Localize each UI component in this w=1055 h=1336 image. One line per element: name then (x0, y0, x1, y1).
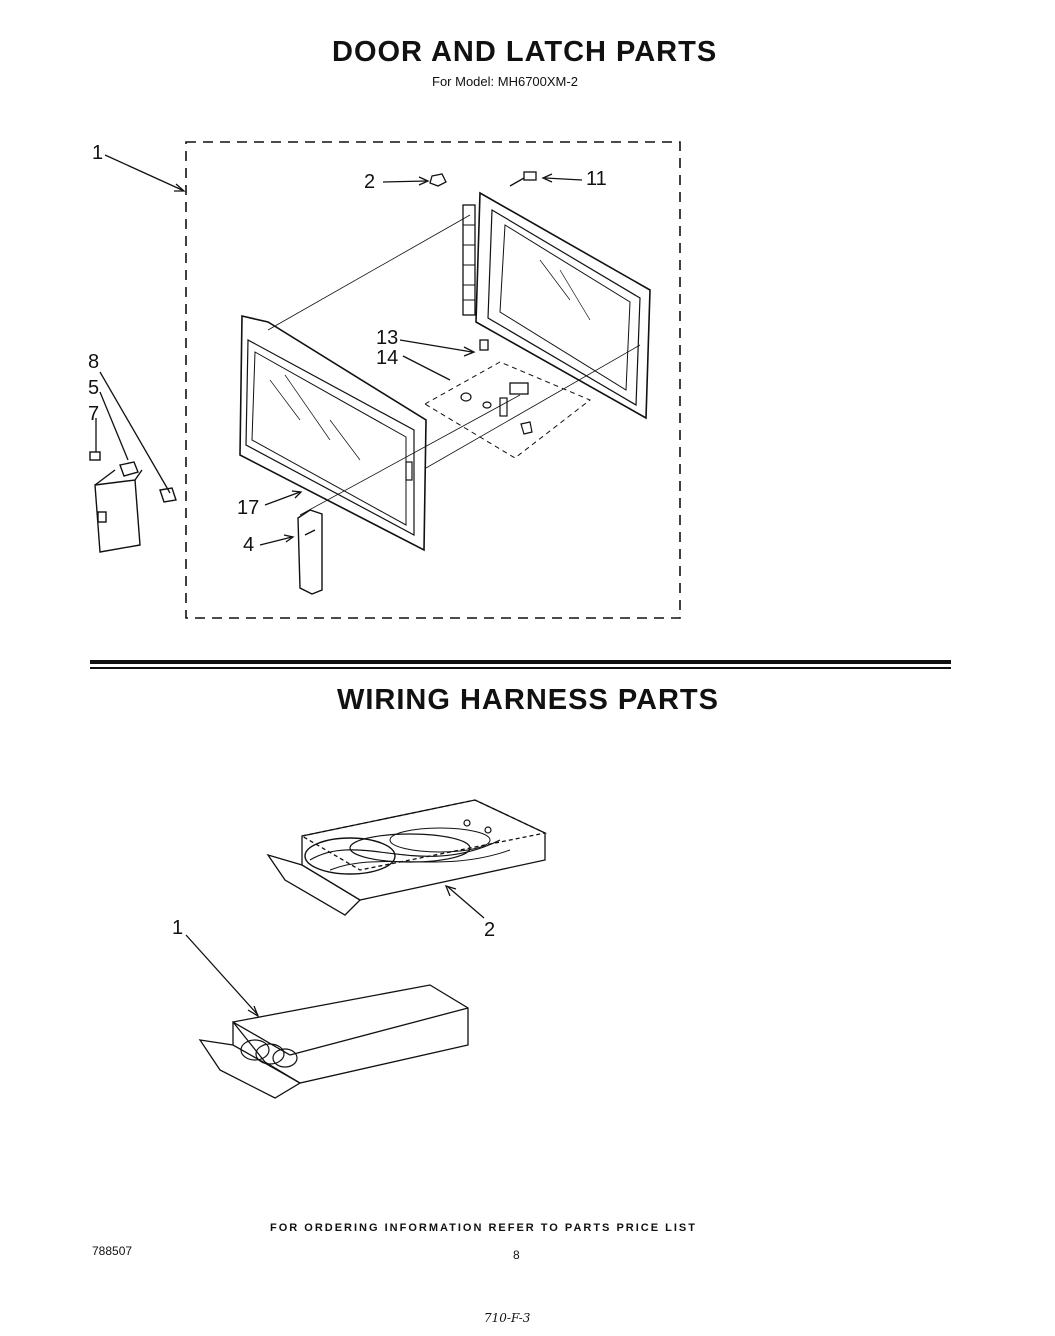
wiring-leader-lines (185, 884, 485, 1018)
ordering-info-note: FOR ORDERING INFORMATION REFER TO PARTS … (270, 1222, 697, 1234)
callout-5: 5 (88, 377, 100, 399)
harness-package-part-2 (266, 799, 548, 916)
section-divider-bottom (90, 667, 951, 669)
callout-1-door: 1 (92, 142, 104, 164)
harness-box-part-1 (198, 984, 469, 1099)
hardware-parts (429, 171, 537, 351)
callout-4: 4 (243, 534, 255, 556)
callout-1-harness-box: 1 (172, 917, 184, 939)
alignment-lines (267, 214, 641, 516)
latch-arm-part-4 (297, 509, 323, 595)
callout-2-nut: 2 (364, 171, 376, 193)
door-section-title: DOOR AND LATCH PARTS (332, 36, 718, 68)
callout-7: 7 (88, 403, 100, 425)
callout-13: 13 (376, 327, 399, 349)
door-leader-lines (95, 154, 583, 546)
handwritten-code: 710-F-3 (484, 1311, 531, 1325)
screw-head-part-11 (523, 171, 537, 181)
model-subtitle: For Model: MH6700XM-2 (432, 74, 578, 89)
callout-14: 14 (376, 347, 399, 369)
latch-hardware-kit (424, 361, 591, 459)
screw-part-13 (479, 339, 489, 351)
callout-11-screw: 11 (586, 168, 607, 190)
back-door-panel (462, 191, 651, 420)
interlock-switch-assembly (89, 451, 177, 553)
callout-17: 17 (237, 497, 260, 519)
front-door-panel (239, 314, 427, 552)
callout-2-harness: 2 (484, 919, 496, 941)
page-number: 8 (513, 1248, 520, 1262)
nut-part-2 (429, 173, 447, 187)
callout-8: 8 (88, 351, 100, 373)
document-number: 788507 (92, 1244, 133, 1258)
section-divider-top (90, 660, 951, 664)
door-assembly-dashed-box (185, 141, 681, 619)
wiring-section-title: WIRING HARNESS PARTS (337, 684, 719, 716)
